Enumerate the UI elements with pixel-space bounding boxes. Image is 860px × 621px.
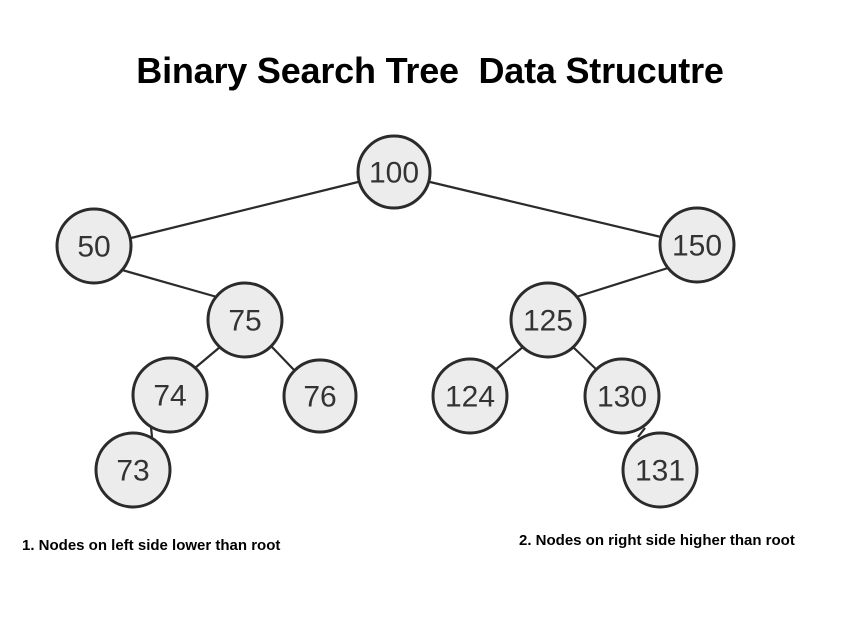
caption-right-rule: 2. Nodes on right side higher than root	[519, 532, 795, 549]
tree-edge-n100-n150	[429, 180, 662, 239]
tree-node-74[interactable]: 74	[131, 356, 209, 434]
node-label-131: 131	[635, 455, 685, 488]
node-label-124: 124	[445, 381, 495, 414]
tree-node-125[interactable]: 125	[509, 281, 587, 359]
tree-edge-n75-n74	[194, 346, 221, 369]
node-label-75: 75	[228, 305, 261, 338]
node-circle-130	[583, 357, 661, 435]
tree-edge-n74-n73	[149, 426, 154, 438]
node-circle-74	[131, 356, 209, 434]
node-circle-50	[55, 207, 133, 285]
tree-edge-n125-n130	[572, 346, 599, 372]
tree-node-75[interactable]: 75	[206, 281, 284, 359]
node-label-50: 50	[77, 231, 110, 264]
tree-node-124[interactable]: 124	[431, 357, 509, 435]
node-circle-124	[431, 357, 509, 435]
node-label-73: 73	[116, 455, 149, 488]
tree-node-76[interactable]: 76	[282, 358, 358, 434]
node-circle-76	[282, 358, 358, 434]
tree-node-131[interactable]: 131	[621, 431, 699, 509]
tree-edge-n100-n50	[130, 180, 359, 240]
node-circle-150	[658, 206, 736, 284]
tree-node-100[interactable]: 100	[356, 134, 432, 210]
node-label-76: 76	[303, 381, 336, 414]
node-circle-73	[94, 431, 172, 509]
node-label-125: 125	[523, 305, 573, 338]
node-label-150: 150	[672, 230, 722, 263]
tree-node-130[interactable]: 130	[583, 357, 661, 435]
node-label-130: 130	[597, 381, 647, 414]
tree-node-150[interactable]: 150	[658, 206, 736, 284]
tree-edge-n50-n75	[121, 268, 218, 299]
tree-edge-n125-n124	[494, 346, 524, 371]
node-circle-131	[621, 431, 699, 509]
node-label-74: 74	[153, 380, 186, 413]
caption-left-rule: 1. Nodes on left side lower than root	[22, 537, 281, 554]
node-circle-100	[356, 134, 432, 210]
tree-edges-group	[121, 180, 669, 438]
node-circle-75	[206, 281, 284, 359]
tree-edge-n150-n125	[575, 266, 669, 299]
tree-nodes-group: 100 50 150 75 125 74 76 124 130 73 131	[55, 134, 736, 509]
tree-edge-n75-n76	[271, 346, 296, 372]
node-circle-125	[509, 281, 587, 359]
tree-node-73[interactable]: 73	[94, 431, 172, 509]
tree-node-50[interactable]: 50	[55, 207, 133, 285]
page-title: Binary Search Tree Data Strucutre	[136, 50, 724, 91]
node-label-100: 100	[369, 157, 419, 190]
tree-edge-n130-n131	[637, 427, 646, 438]
